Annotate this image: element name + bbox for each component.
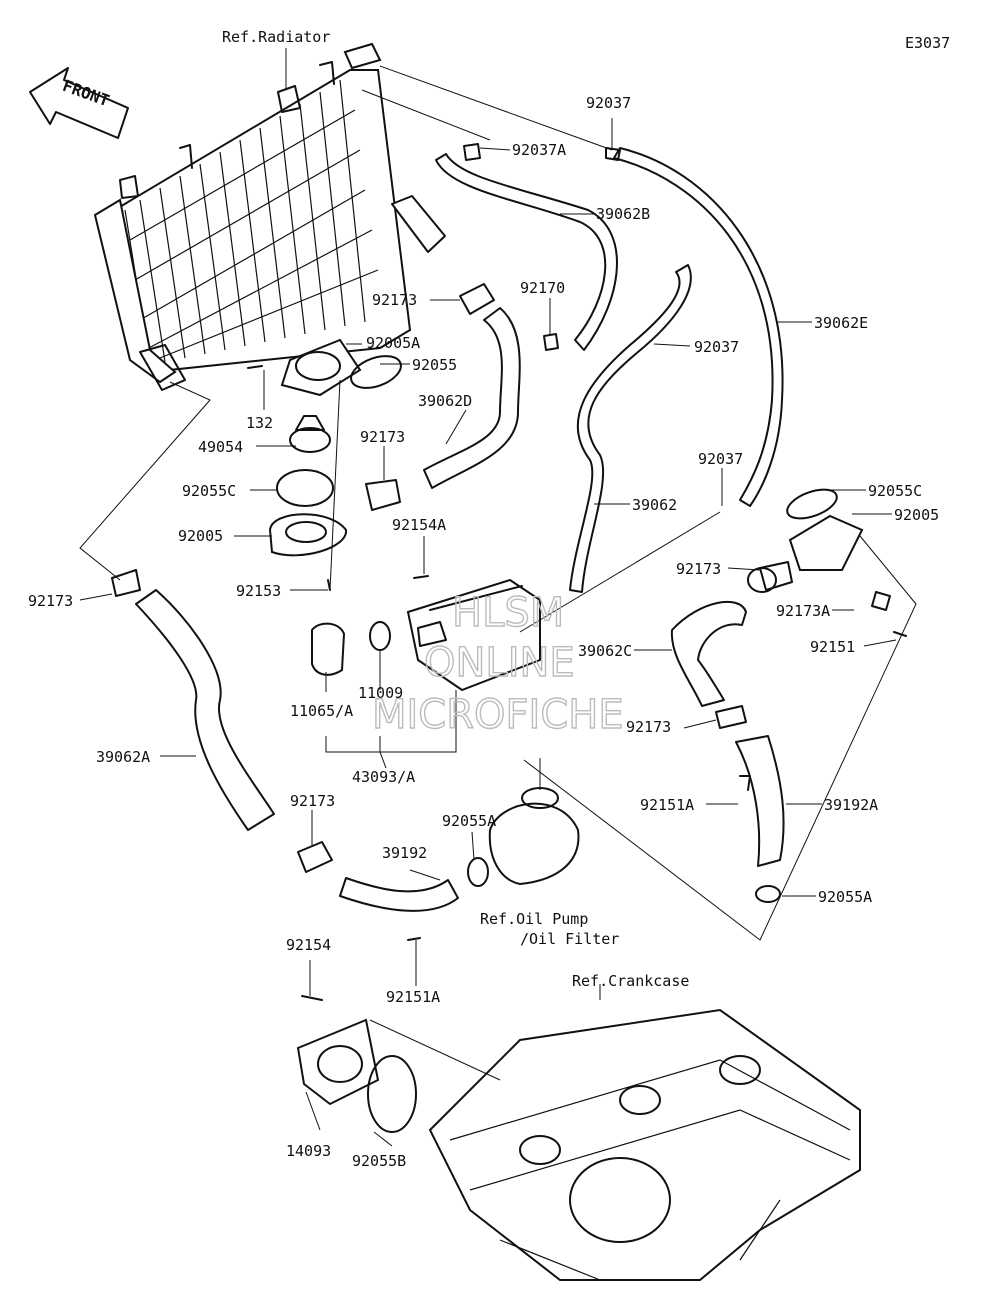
clamps: [111, 143, 907, 941]
watermark-line-3: MICROFICHE: [372, 692, 624, 738]
pipe-39192: [339, 877, 459, 912]
label-14093: 14093: [286, 1142, 331, 1160]
label-92173-upper: 92173: [372, 291, 417, 309]
label-92037-top: 92037: [586, 94, 631, 112]
label-92173A: 92173A: [776, 602, 830, 620]
ref-oil-filter-label: /Oil Filter: [520, 930, 619, 948]
ref-crankcase-label: Ref.Crankcase: [572, 972, 689, 990]
front-arrow-icon: FRONT: [29, 67, 129, 139]
label-92151A-right: 92151A: [640, 796, 694, 814]
pipe-39192A: [735, 735, 785, 867]
label-92055A-right: 92055A: [818, 888, 872, 906]
leader-lines: [79, 65, 917, 1147]
label-92055C-left: 92055C: [182, 482, 236, 500]
watermark-line-2: ONLINE: [424, 640, 575, 686]
label-92173-bottom: 92173: [290, 792, 335, 810]
label-92173-c: 92173: [626, 718, 671, 736]
crankcase-illustration: [428, 1008, 861, 1281]
label-11009: 11009: [358, 684, 403, 702]
label-92005-right: 92005: [894, 506, 939, 524]
label-92153: 92153: [236, 582, 281, 600]
label-39062: 39062: [632, 496, 677, 514]
water-pump-cover: [296, 995, 417, 1133]
label-92055A-mid: 92055A: [442, 812, 496, 830]
label-92151A-bottom: 92151A: [386, 988, 440, 1006]
thermostat-housing: [268, 338, 402, 676]
label-39192A: 39192A: [824, 796, 878, 814]
label-92154: 92154: [286, 936, 331, 954]
label-92005A: 92005A: [366, 334, 420, 352]
label-92037A: 92037A: [512, 141, 566, 159]
hose-39062A: [135, 589, 275, 831]
label-92173-right: 92173: [676, 560, 721, 578]
label-92173-mid: 92173: [360, 428, 405, 446]
watermark: HLSM ONLINE MICROFICHE: [371, 589, 624, 738]
water-pump: [467, 787, 580, 887]
label-39062A: 39062A: [96, 748, 150, 766]
label-92037-mid: 92037: [694, 338, 739, 356]
ref-radiator-label: Ref.Radiator: [222, 28, 330, 46]
label-11065A: 11065/A: [290, 702, 353, 720]
label-92170: 92170: [520, 279, 565, 297]
hose-39062C: [670, 600, 747, 707]
label-92173-left: 92173: [28, 592, 73, 610]
label-92151: 92151: [810, 638, 855, 656]
label-92005-left: 92005: [178, 527, 223, 545]
label-92055C-right: 92055C: [868, 482, 922, 500]
hose-39062E: [613, 147, 784, 507]
hose-39062D: [423, 307, 521, 489]
ref-oil-pump-label: Ref.Oil Pump: [480, 910, 588, 928]
label-39192: 39192: [382, 844, 427, 862]
hose-39062: [569, 264, 692, 593]
front-label: FRONT: [60, 76, 112, 110]
label-43093A: 43093/A: [352, 768, 415, 786]
hose-39062B: [435, 153, 618, 351]
right-cover: [747, 488, 891, 903]
label-39062D: 39062D: [418, 392, 472, 410]
label-92055: 92055: [412, 356, 457, 374]
label-39062B: 39062B: [596, 205, 650, 223]
label-92154A: 92154A: [392, 516, 446, 534]
label-39062E: 39062E: [814, 314, 868, 332]
label-92055B: 92055B: [352, 1152, 406, 1170]
reservoir-tank: [406, 578, 541, 692]
part-labels: 92037 92037A 39062B 92170 92173 92037 39…: [28, 94, 939, 1170]
label-39062C: 39062C: [578, 642, 632, 660]
label-49054: 49054: [198, 438, 243, 456]
watermark-line-1: HLSM: [452, 590, 564, 636]
diagram-code: E3037: [905, 34, 950, 52]
radiator-illustration: [93, 42, 446, 391]
label-92037-right: 92037: [698, 450, 743, 468]
label-132: 132: [246, 414, 273, 432]
